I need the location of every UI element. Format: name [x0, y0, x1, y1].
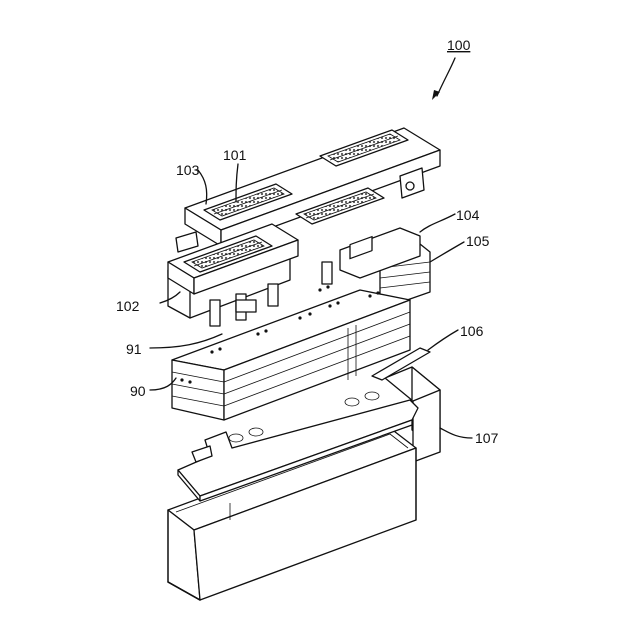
- label-105: 105: [466, 233, 490, 249]
- label-104: 104: [456, 207, 480, 223]
- label-91: 91: [126, 341, 142, 357]
- label-103: 103: [176, 162, 200, 178]
- label-102: 102: [116, 298, 140, 314]
- label-106: 106: [460, 323, 484, 339]
- label-90: 90: [130, 383, 146, 399]
- label-100: 100: [447, 37, 471, 53]
- label-107: 107: [475, 430, 499, 446]
- assembly-arrow: [432, 58, 455, 100]
- label-101: 101: [223, 147, 247, 163]
